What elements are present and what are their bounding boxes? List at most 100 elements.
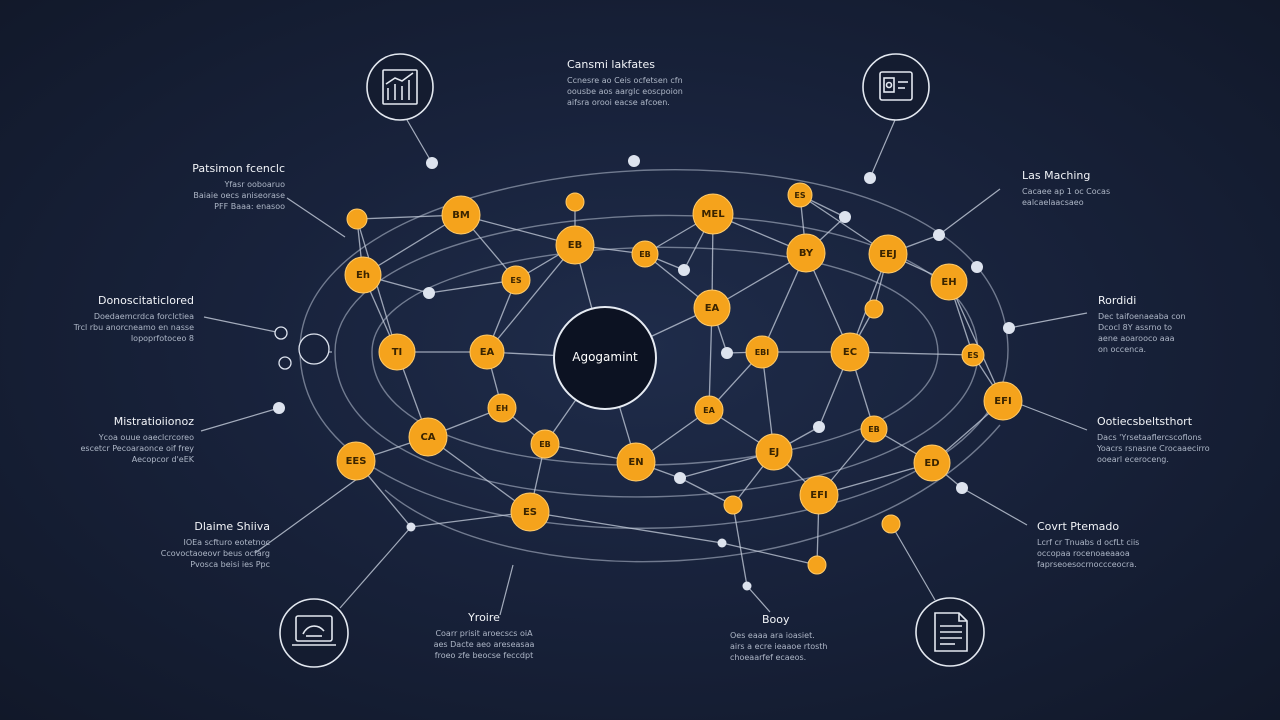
network-node[interactable]: EBI [745,335,779,369]
network-node-circle [881,514,901,534]
callout-line: Yoacrs rsnasne Crocaaecirro [1097,444,1210,453]
network-node[interactable]: ED [913,444,951,482]
network-node-label: EES [346,456,367,467]
bar-chart-icon[interactable] [366,53,434,121]
callout-line: Dacs 'Yrsetaaflercscoflons [1097,433,1202,442]
orbit-rings [299,169,1009,563]
callout-leader-line [200,407,280,432]
network-node[interactable]: EES [336,441,376,481]
network-node[interactable]: ES [961,343,985,367]
network-node[interactable]: EA [693,289,731,327]
network-node[interactable]: EJ [755,433,793,471]
hub-circle [553,306,657,410]
junction-dot [273,402,285,414]
callout-leader-line [286,197,346,238]
network-node-circle [487,393,517,423]
junction-dot [956,482,968,494]
callout-line: Aecopcor d'eEK [131,455,194,464]
network-node[interactable] [723,495,743,515]
network-link [428,279,517,294]
network-node[interactable]: TI [378,333,416,371]
callout-line: escetcr Pecoaraonce oif frey [80,444,194,453]
network-node[interactable]: EH [930,263,968,301]
network-node-circle [631,240,659,268]
network-node[interactable]: EB [555,225,595,265]
network-node[interactable]: EEJ [868,234,908,274]
network-node[interactable] [346,208,368,230]
callout-line: choeaarfef ecaeos. [730,653,807,662]
network-node[interactable]: ES [510,492,550,532]
network-node[interactable]: EB [631,240,659,268]
callout-mid-left-2: Mistratioiionoz Ycoa ouue oaeclcrcoreo e… [4,415,194,465]
callout-top-left: Patsimon fcenclc Yfasr ooboaruo Baiaie o… [95,162,285,212]
network-node[interactable]: EA [694,395,724,425]
callout-bottom-center-left: Yroire Coarr prisit aroecscs oiA aes Dac… [389,611,579,661]
network-node[interactable]: Eh [344,256,382,294]
network-node-circle [616,442,656,482]
network-node[interactable] [807,555,827,575]
network-node[interactable]: BM [441,195,481,235]
callout-leader-line [254,478,358,554]
network-node-circle [745,335,779,369]
network-node-label: EB [568,240,582,251]
network-node-label: EA [480,347,495,358]
network-node-label: EFI [810,490,827,501]
document-icon[interactable] [915,597,985,667]
junction-dot [839,211,851,223]
network-link [732,504,748,587]
network-node[interactable]: ES [787,182,813,208]
callout-leader-line [1008,312,1088,329]
network-node[interactable]: EA [469,334,505,370]
central-hub[interactable]: Agogamint [553,306,657,410]
junction-dot [423,287,435,299]
network-node[interactable]: EB [860,415,888,443]
callout-line: Iopoprfotoceo 8 [130,334,194,343]
network-node[interactable]: CA [408,417,448,457]
callout-bottom-center-right: Booy Oes eaaa ara ioasiet. airs a ecre i… [730,613,920,663]
monitor-icon[interactable] [279,598,349,668]
network-node[interactable]: EC [830,332,870,372]
callout-leader-line [339,526,412,609]
network-node[interactable]: EFI [799,475,839,515]
network-node-circle [961,343,985,367]
callout-leader-line [1021,404,1088,431]
callout-line: Dec taifoenaeaba con [1098,312,1186,321]
callout-line: Coarr prisit aroecscs oiA [435,629,533,638]
callout-line: on occenca. [1098,345,1147,354]
network-link [721,542,818,566]
callout-top-center: Cansmi lakfates Ccnesre ao Ceis ocfetsen… [567,58,757,108]
network-node-label: ES [967,351,978,360]
callout-line: Cacaee ap 1 oc Cocas [1022,187,1111,196]
network-node-label: EB [868,425,880,434]
network-node[interactable]: EN [616,442,656,482]
junction-dot [674,472,686,484]
network-node[interactable]: EB [530,429,560,459]
callout-title: Mistratioiionoz [113,415,194,428]
callout-mid-right-1: Rordidi Dec taifoenaeaba con Dcocl 8Y as… [1098,294,1280,355]
network-node[interactable] [881,514,901,534]
network-node[interactable]: EFI [983,381,1023,421]
callout-bottom-right: Covrt Ptemado Lcrf cr Tnuabs d ocfLt cii… [1037,520,1227,570]
network-node[interactable]: BY [786,233,826,273]
network-node-label: MEL [701,209,725,220]
network-node[interactable] [565,192,585,212]
network-node[interactable]: ES [501,265,531,295]
callout-line: Pvosca beisi ies Ppc [190,560,270,569]
database-card-icon[interactable] [862,53,930,121]
callout-leader-line [869,119,896,179]
network-node[interactable] [864,299,884,319]
network-node-circle [799,475,839,515]
callout-line: Baiaie oecs aniseorase [193,191,285,200]
network-link [849,351,974,356]
callout-line: Dcocl 8Y assrno to [1098,323,1173,332]
network-node-label: TI [392,347,403,358]
network-node-circle [501,265,531,295]
network-node[interactable]: EH [487,393,517,423]
network-node-label: EA [705,303,720,314]
junction-dot [406,522,416,532]
network-node[interactable]: MEL [692,193,734,235]
edge-port-node [298,333,330,365]
network-node-label: Eh [356,270,370,281]
junction-dot [933,229,945,241]
network-node-label: EA [703,406,715,415]
